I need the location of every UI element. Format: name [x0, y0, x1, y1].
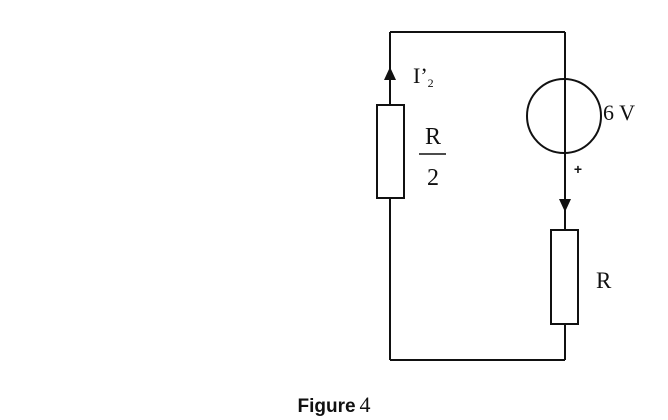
source-voltage-label: 6 V	[603, 100, 635, 125]
figure-caption: Figure 4	[0, 392, 668, 418]
current-label-subscript: 2	[428, 76, 434, 90]
current-arrow-down-icon	[559, 199, 571, 212]
current-label-main: I’	[413, 63, 428, 88]
left-resistor	[376, 104, 405, 199]
current-arrow-up-icon	[384, 67, 396, 80]
source-polarity-label: +	[574, 161, 582, 177]
left-resistor-denominator: 2	[427, 165, 439, 191]
right-resistor-label: R	[596, 268, 612, 293]
current-label: I’2	[413, 63, 434, 90]
left-resistor-numerator: R	[425, 124, 441, 150]
figure-caption-number: 4	[359, 392, 371, 417]
right-resistor	[550, 229, 579, 325]
figure-caption-label: Figure	[297, 396, 356, 417]
